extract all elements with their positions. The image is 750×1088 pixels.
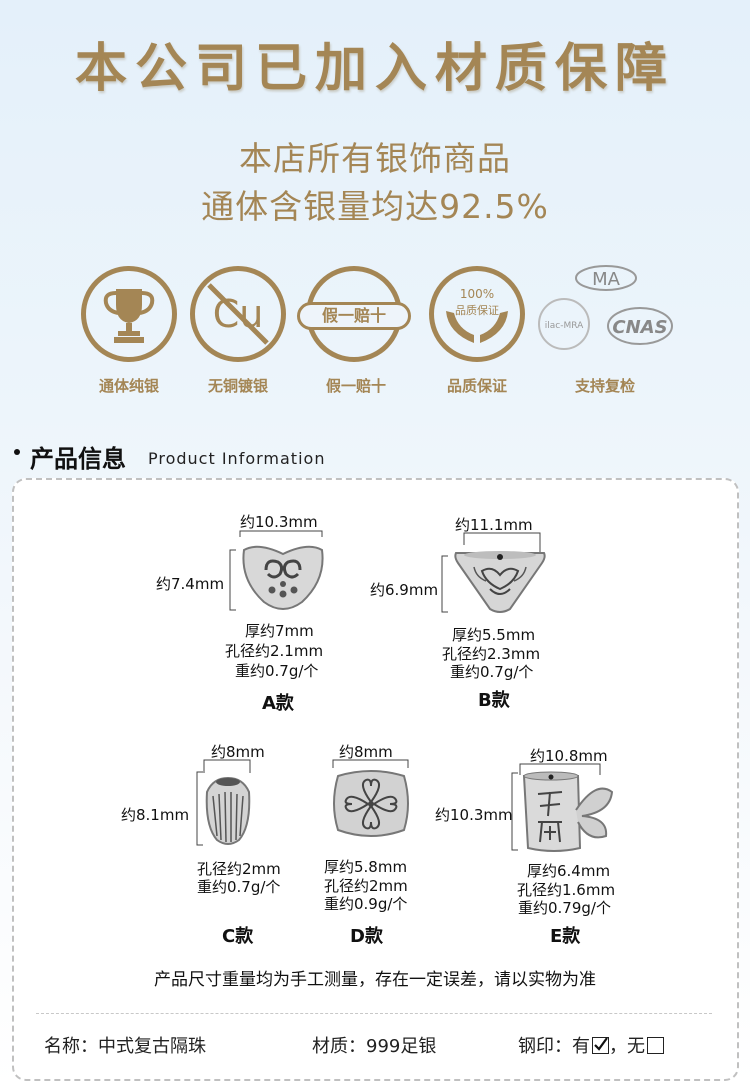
bead-d-image — [333, 770, 409, 837]
stamp-yes-label: 有 — [572, 1036, 590, 1057]
quality-percent: 100% — [460, 287, 494, 301]
b-spec-weight: 重约0.7g/个 — [450, 663, 534, 681]
b-name: B款 — [478, 690, 510, 711]
c-spec-weight: 重约0.7g/个 — [197, 878, 281, 896]
c-name: C款 — [222, 926, 254, 947]
no-copper-icon: Cu — [207, 283, 269, 345]
stamp-no-label: ，无 — [609, 1036, 645, 1057]
page-title: 本公司已加入材质保障 — [74, 39, 675, 99]
badge-no-copper: Cu — [190, 266, 286, 362]
c-width-label: 约8mm — [211, 743, 265, 761]
e-spec-weight: 重约0.79g/个 — [518, 899, 611, 917]
badge-quality: 100% 品质保证 — [429, 266, 525, 362]
badge-label-recheck: 支持复检 — [574, 377, 635, 395]
certification-icon: MA ilac-MRA CNAS — [536, 262, 676, 370]
section-bullet — [14, 449, 20, 455]
d-name: D款 — [350, 926, 383, 947]
checkmark-icon — [594, 1037, 608, 1051]
a-name: A款 — [262, 693, 294, 714]
b-spec-thickness: 厚约5.5mm — [452, 626, 536, 644]
e-width-label: 约10.8mm — [530, 747, 608, 765]
e-name: E款 — [550, 926, 581, 947]
badge-fake-compensate: 假一赔十 — [297, 266, 411, 362]
stamp-yes-checkbox[interactable] — [592, 1037, 609, 1054]
badge-label-no-copper: 无铜镀银 — [207, 377, 268, 395]
cnas-mark: CNAS — [612, 317, 667, 338]
footer-divider — [36, 1013, 712, 1014]
d-spec-weight: 重约0.9g/个 — [324, 895, 408, 913]
d-spec-hole: 孔径约2mm — [324, 877, 408, 895]
bead-c-image — [205, 776, 251, 845]
subtitle-line-1: 本店所有银饰商品 — [239, 139, 511, 178]
c-height-label: 约8.1mm — [121, 806, 190, 824]
a-spec-thickness: 厚约7mm — [245, 622, 314, 640]
badge-pure-silver — [81, 266, 177, 362]
e-height-label: 约10.3mm — [435, 806, 513, 824]
quality-hands-icon: 100% 品质保证 — [446, 287, 508, 343]
b-width-label: 约11.1mm — [455, 516, 533, 534]
bead-b-image — [454, 551, 546, 613]
subtitle-line-2: 通体含银量均达92.5% — [201, 187, 549, 226]
b-spec-hole: 孔径约2.3mm — [442, 645, 541, 663]
footer-product-name: 名称：中式复古隔珠 — [44, 1036, 206, 1057]
badge-label-pure-silver: 通体纯银 — [98, 377, 159, 395]
section-title: 产品信息 — [30, 445, 126, 473]
c-spec-hole: 孔径约2mm — [197, 860, 281, 878]
footer-material: 材质：999足银 — [312, 1036, 437, 1057]
stamp-no-checkbox[interactable] — [647, 1037, 664, 1054]
b-height-label: 约6.9mm — [370, 581, 439, 599]
bead-e-image — [522, 771, 614, 852]
badge-label-quality: 品质保证 — [446, 377, 507, 395]
a-width-label: 约10.3mm — [240, 513, 318, 531]
e-spec-hole: 孔径约1.6mm — [517, 881, 616, 899]
a-spec-hole: 孔径约2.1mm — [225, 642, 324, 660]
a-height-label: 约7.4mm — [156, 575, 225, 593]
e-spec-thickness: 厚约6.4mm — [527, 862, 611, 880]
measurement-note: 产品尺寸重量均为手工测量，存在一定误差，请以实物为准 — [154, 970, 596, 990]
quality-inner-text: 品质保证 — [455, 303, 499, 317]
footer-stamp: 钢印：有 ，无 — [518, 1032, 664, 1058]
ma-mark: MA — [592, 269, 621, 290]
section-subtitle: Product Information — [148, 449, 326, 468]
trophy-icon — [103, 289, 155, 343]
fake-compensate-icon: 假一赔十 — [297, 302, 411, 330]
bead-a-image — [242, 545, 324, 610]
badge-label-fake-compensate: 假一赔十 — [325, 377, 386, 395]
d-spec-thickness: 厚约5.8mm — [324, 858, 408, 876]
ilac-mark: ilac-MRA — [545, 321, 584, 331]
stamp-label: 钢印： — [518, 1036, 572, 1057]
a-spec-weight: 重约0.7g/个 — [235, 662, 319, 680]
d-width-label: 约8mm — [339, 743, 393, 761]
